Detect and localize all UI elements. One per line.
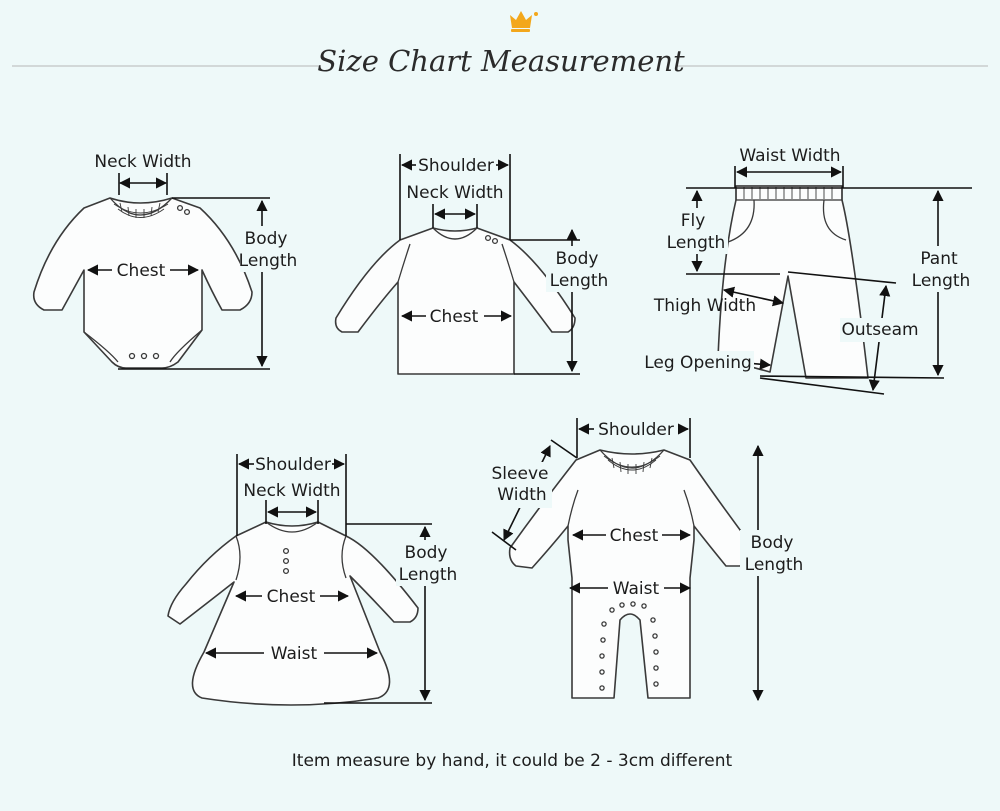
- label-shoulder: Shoulder: [255, 455, 331, 475]
- bodysuit-outline: [32, 197, 253, 369]
- pants-diagram: Waist Width Fly Length Pant Length Thigh…: [644, 146, 972, 395]
- pants-outline: [717, 185, 869, 379]
- button: [282, 547, 290, 555]
- label-chest: Chest: [117, 261, 166, 281]
- label-body-length-line1: Body: [556, 249, 599, 269]
- label-shoulder: Shoulder: [418, 156, 494, 176]
- label-pant-length-line2: Length: [912, 271, 971, 291]
- thigh-width-arrow: [722, 286, 785, 307]
- dress-outline: [167, 521, 419, 706]
- label-fly-length-line1: Fly: [681, 211, 706, 231]
- label-waist: Waist: [271, 644, 318, 664]
- label-chest: Chest: [267, 587, 316, 607]
- left-pocket: [727, 199, 755, 243]
- label-body-length-line1: Body: [245, 229, 288, 249]
- label-pant-length-line1: Pant: [920, 249, 958, 269]
- label-body-length-line2: Length: [550, 271, 609, 291]
- romper-diagram: Shoulder Sleeve Width Chest Waist Body L…: [490, 418, 806, 702]
- snap-button: [491, 237, 499, 245]
- page-title: Size Chart Measurement: [317, 44, 685, 78]
- tshirt-outline: [334, 227, 576, 375]
- label-body-length-line1: Body: [405, 543, 448, 563]
- label-outseam: Outseam: [841, 320, 918, 340]
- label-chest: Chest: [430, 307, 479, 327]
- button: [282, 557, 290, 565]
- label-chest: Chest: [610, 526, 659, 546]
- snap-button: [152, 352, 160, 360]
- header: Size Chart Measurement: [12, 11, 988, 78]
- label-neck-width: Neck Width: [243, 481, 340, 501]
- label-fly-length-line2: Length: [667, 233, 726, 253]
- label-neck-width: Neck Width: [94, 152, 191, 172]
- label-body-length-line2: Length: [399, 565, 458, 585]
- label-sleeve-width-line1: Sleeve: [492, 464, 549, 484]
- label-thigh-width: Thigh Width: [653, 296, 756, 316]
- measurement-note: Item measure by hand, it could be 2 - 3c…: [292, 751, 733, 771]
- snap-button: [140, 352, 148, 360]
- label-body-length-line2: Length: [745, 555, 804, 575]
- label-neck-width: Neck Width: [406, 183, 503, 203]
- label-body-length-line2: Length: [239, 251, 298, 271]
- snap-button: [183, 208, 191, 216]
- label-sleeve-width-line2: Width: [497, 485, 546, 505]
- crown-icon: [510, 11, 538, 32]
- tshirt-diagram: Shoulder Neck Width Chest Body Length: [334, 154, 610, 375]
- snap-button: [176, 204, 184, 212]
- bodysuit-diagram: Neck Width Chest Body Length: [32, 152, 300, 370]
- label-shoulder: Shoulder: [598, 420, 674, 440]
- label-body-length-line1: Body: [751, 533, 794, 553]
- dress-diagram: Shoulder Neck Width Chest Waist Body Len…: [167, 454, 460, 706]
- right-pocket: [822, 199, 847, 241]
- snap-button: [128, 352, 136, 360]
- snap-button: [484, 234, 492, 242]
- snap-row: [599, 601, 659, 691]
- button: [282, 567, 290, 575]
- label-waist-width: Waist Width: [739, 146, 840, 166]
- waistband: [735, 185, 843, 201]
- label-waist: Waist: [613, 579, 660, 599]
- label-leg-opening: Leg Opening: [644, 353, 752, 373]
